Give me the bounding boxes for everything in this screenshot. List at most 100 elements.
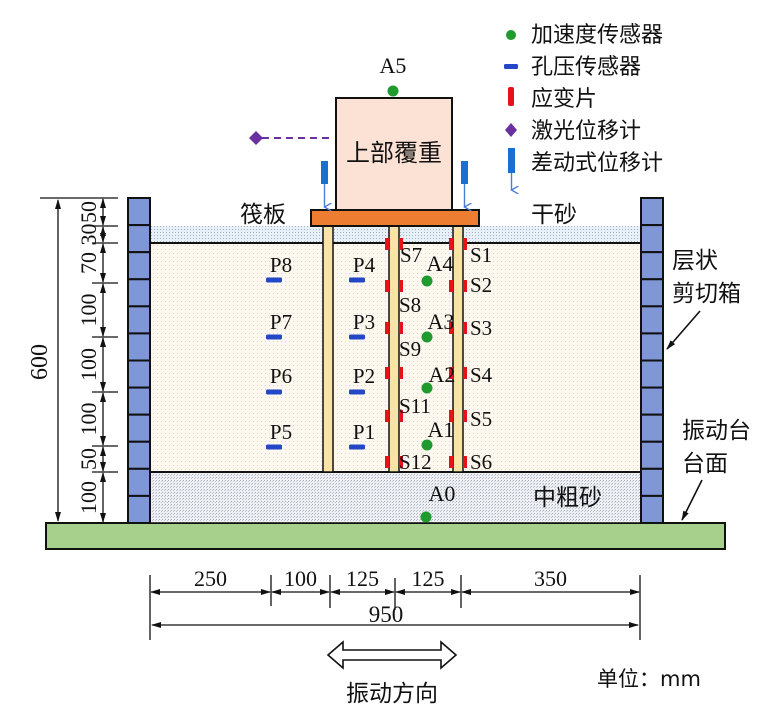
wall-segment	[127, 467, 151, 497]
pore-pressure-label: P7	[270, 310, 292, 334]
load-label: 上部覆重	[346, 139, 442, 167]
vertical-dimension-label: 100	[76, 481, 101, 514]
shear-box-left-wall	[127, 197, 151, 524]
strain-gauge-icon	[449, 280, 453, 292]
strain-gauge-icon	[399, 456, 403, 468]
raft-label: 筏板	[240, 202, 286, 228]
strain-gauge-icon	[449, 238, 453, 250]
pore-pressure-sensor-icon	[266, 334, 282, 340]
strain-gauge-icon	[449, 322, 453, 334]
strain-gauge-label: S12	[399, 450, 432, 474]
legend-pore-pressure-icon	[504, 64, 518, 69]
strain-gauge-icon	[463, 367, 467, 379]
strain-gauge-icon	[385, 367, 389, 379]
strain-gauge-icon	[399, 367, 403, 379]
pore-pressure-label: P3	[353, 310, 375, 334]
strain-gauge-label: S7	[400, 243, 422, 267]
wall-segment	[127, 440, 151, 470]
shake-table-pointer-arrow	[681, 479, 703, 521]
laser-displacement-meter-icon	[249, 131, 263, 145]
superstructure-load	[335, 97, 453, 211]
accelerometers	[387, 85, 433, 523]
pore-pressure-label: P4	[353, 253, 376, 277]
vertical-dimension-label: 100	[76, 403, 101, 436]
strain-gauge-icon	[399, 410, 403, 422]
coarse-sand-label: 中粗砂	[533, 485, 602, 511]
legend-strain-gauge-icon	[508, 87, 514, 106]
wall-segment	[127, 359, 151, 389]
accelerometer-icon	[420, 511, 432, 523]
wall-segment	[127, 305, 151, 335]
accelerometer-label: A4	[427, 251, 454, 276]
vertical-dimension-label: 70	[76, 252, 101, 274]
accelerometer-label: A0	[429, 481, 456, 506]
strain-gauge-icon	[463, 322, 467, 334]
shake-table-label-line2: 台面	[682, 451, 728, 477]
strain-gauge-icon	[449, 410, 453, 422]
pore-pressure-label: P6	[270, 364, 292, 388]
strain-gauge-icon	[463, 280, 467, 292]
strain-gauge-icon	[385, 456, 389, 468]
shear-box-label-line2: 剪切箱	[672, 281, 741, 307]
strain-gauge-label: S2	[470, 273, 492, 297]
pore-pressure-sensor-icon	[349, 277, 365, 283]
legend-accelerometer-label: 加速度传感器	[531, 23, 663, 48]
legend-lvdt-label: 差动式位移计	[531, 151, 663, 176]
strain-gauge-label: S9	[399, 337, 421, 361]
strain-gauge-label: S11	[399, 394, 431, 418]
strain-gauge-label: S8	[399, 293, 421, 317]
wall-segment	[127, 224, 151, 254]
accelerometer-label: A1	[428, 417, 455, 442]
pore-pressure-sensor-icon	[349, 389, 365, 395]
accelerometer-icon	[421, 382, 433, 394]
wall-segment	[640, 386, 664, 416]
pile-middle	[388, 225, 400, 473]
unit-label: 单位：mm	[597, 667, 701, 691]
wall-segment	[640, 197, 664, 227]
wall-segment	[127, 197, 151, 227]
strain-gauge-icon	[399, 322, 403, 334]
horizontal-dimension-label: 250	[194, 566, 227, 591]
strain-gauge-icon	[385, 280, 389, 292]
lvdt-right-icon	[461, 161, 468, 207]
sensor-labels: A5A4A3A2A1A0P8P7P6P5P4P3P2P1S7S8S9S11S12…	[270, 53, 493, 506]
wall-segment	[640, 332, 664, 362]
strain-gauge-icon	[399, 280, 403, 292]
vibration-direction-label: 振动方向	[346, 681, 438, 707]
accelerometer-label: A5	[380, 53, 407, 78]
raft	[310, 209, 480, 227]
accelerometer-label: A2	[429, 362, 456, 387]
wall-segment	[640, 224, 664, 254]
wall-segment	[640, 413, 664, 443]
medium-coarse-sand-layer	[149, 471, 642, 524]
lvdt-left-icon	[321, 161, 328, 207]
pore-pressure-sensor-icon	[349, 444, 365, 450]
wall-segment	[127, 278, 151, 308]
shear-box-pointer-arrow	[666, 310, 701, 350]
strain-gauge-icon	[463, 410, 467, 422]
legend-accelerometer-icon	[506, 30, 516, 40]
wall-segment	[640, 251, 664, 281]
vibration-direction-arrow-icon	[326, 640, 458, 670]
wall-segment	[640, 278, 664, 308]
pore-pressure-label: P1	[353, 420, 375, 444]
legend: 加速度传感器 孔压传感器 应变片 激光位移计 差动式位移计	[504, 23, 663, 190]
dry-sand-label: 干砂	[531, 202, 577, 228]
shear-box-label-line1: 层状	[672, 248, 718, 274]
wall-segment	[127, 251, 151, 281]
wall-segment	[640, 359, 664, 389]
wall-segment	[127, 332, 151, 362]
shake-table-base	[45, 522, 726, 550]
strain-gauge-icon	[449, 367, 453, 379]
horizontal-dimension-label: 350	[534, 566, 567, 591]
total-height-label: 600	[27, 344, 53, 380]
legend-lvdt-icon	[508, 148, 515, 173]
strain-gauge-label: S4	[470, 363, 493, 387]
pore-pressure-sensor-icon	[266, 277, 282, 283]
pore-pressure-sensor-icon	[266, 444, 282, 450]
strain-gauge-label: S6	[470, 450, 492, 474]
strain-gauge-icon	[463, 456, 467, 468]
vertical-dimension-label: 100	[76, 348, 101, 381]
